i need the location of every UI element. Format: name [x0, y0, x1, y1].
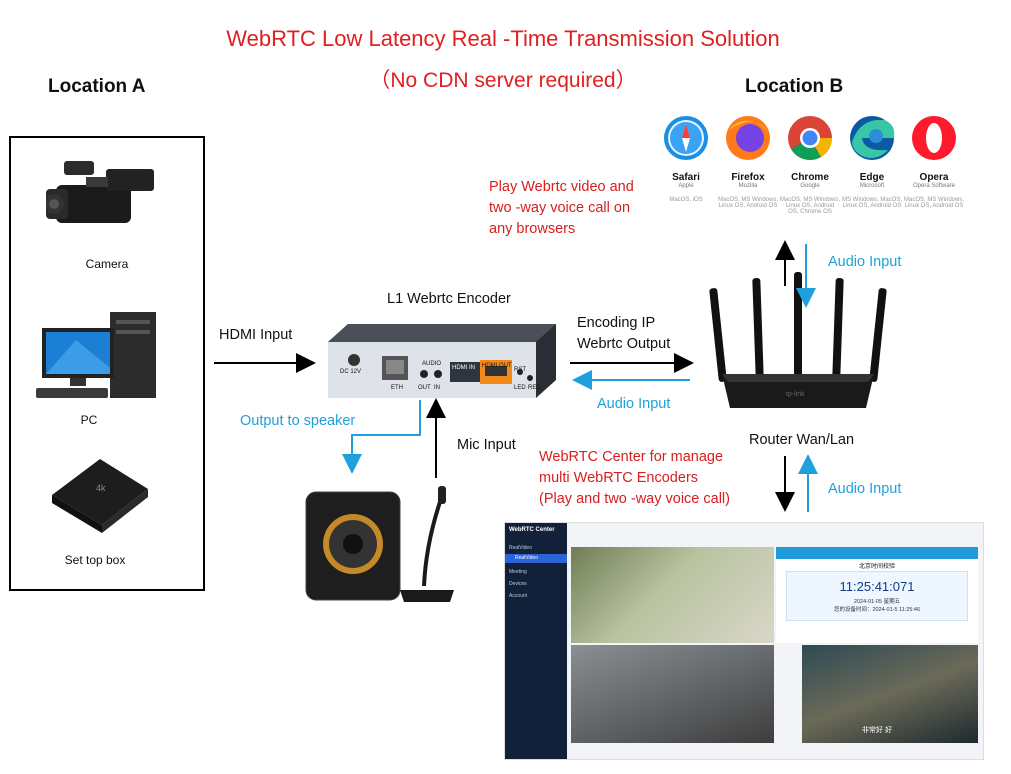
video-tile-3	[571, 645, 774, 743]
browser-platforms: MS Windows, MacOS, Linux OS, Android OS	[842, 197, 903, 209]
video-tile-4: 非常好 好	[802, 645, 978, 743]
output-speaker-label: Output to speaker	[240, 413, 356, 429]
opera-icon	[912, 116, 956, 160]
browser-vendor: Apple	[678, 183, 694, 189]
browser-note-line: two -way voice call on	[489, 200, 631, 216]
encoder-device	[328, 324, 556, 398]
browser-panel: Safari Apple MacOS, iOS Firefox Mozilla …	[664, 112, 964, 237]
center-menu-item[interactable]: RealVideo	[515, 555, 538, 561]
browser-platforms: MacOS, iOS	[669, 197, 703, 203]
center-menu-item[interactable]: Meeting	[509, 569, 527, 575]
browser-name: Opera	[919, 172, 949, 183]
hdmi-input-label: HDMI Input	[219, 327, 293, 343]
edge-icon	[850, 116, 895, 160]
port-label-out: OUT	[418, 385, 431, 391]
port-label-eth: ETH	[391, 385, 403, 391]
audio-input-label-center: Audio Input	[828, 481, 902, 497]
browser-note-line: Play Webrtc video and	[489, 179, 634, 195]
set-top-box-label: Set top box	[64, 553, 126, 567]
center-note-line: WebRTC Center for manage	[539, 449, 724, 465]
audio-input-label-encoder: Audio Input	[597, 396, 671, 412]
center-menu-item[interactable]: RealVideo	[509, 545, 532, 551]
safari-icon	[664, 116, 708, 160]
encoder-label: L1 Webrtc Encoder	[387, 291, 511, 307]
video-tile-1	[571, 547, 774, 643]
center-menu-item[interactable]: Account	[509, 593, 528, 599]
center-menu-item[interactable]: Devices	[509, 581, 527, 587]
firefox-icon	[726, 116, 770, 160]
camera-icon	[46, 161, 154, 223]
speaker-icon	[305, 491, 401, 601]
center-note-line: (Play and two -way voice call)	[539, 491, 730, 507]
svg-text:4k: 4k	[96, 483, 106, 493]
browser-vendor: Google	[800, 183, 820, 189]
clock-time: 11:25:41:071	[839, 579, 915, 594]
browser-name: Firefox	[731, 172, 765, 183]
pc-label: PC	[80, 413, 98, 427]
center-menu-active	[505, 554, 567, 563]
port-label-dc: DC 12V	[340, 369, 362, 375]
browser-vendor: Microsoft	[859, 183, 885, 189]
browser-name: Safari	[672, 172, 700, 183]
clock-panel	[786, 571, 968, 621]
browser-opera: Opera Opera Software MacOS, MS Windows, …	[904, 168, 964, 209]
browser-icons	[664, 116, 956, 160]
encoding-ip-label: Encoding IP	[577, 315, 656, 331]
clock-title: 北京时间校验	[858, 564, 895, 570]
video-subtitle: 非常好 好	[862, 727, 892, 734]
center-sidebar: WebRTC Center RealVideo RealVideo Meetin…	[505, 523, 567, 759]
arrow-output-to-speaker	[342, 400, 421, 474]
browser-platforms: MacOS, MS Windows, Linux OS, Android OS,…	[780, 197, 841, 215]
browser-firefox: Firefox Mozilla MacOS, MS Windows, Linux…	[718, 168, 778, 209]
router-label: Router Wan/Lan	[749, 432, 855, 448]
port-label-hdmi-in: HDMI IN	[452, 365, 475, 371]
center-note: WebRTC Center for manage multi WebRTC En…	[539, 447, 730, 510]
diagram-subtitle: （No CDN server required）	[369, 69, 637, 92]
center-note-line: multi WebRTC Encoders	[539, 470, 699, 486]
location-a-box	[9, 136, 205, 591]
location-a-heading: Location A	[48, 76, 146, 97]
port-label-audio: AUDIO	[422, 361, 442, 367]
location-b-heading: Location B	[745, 76, 844, 97]
mic-input-label: Mic Input	[457, 437, 516, 453]
clock-device-time: 您的设备时间：2024-01-5 11:25:46	[833, 607, 921, 613]
video-tile-2: 北京时间校验 11:25:41:071 2024-01-05 星期五 您的设备时…	[776, 547, 978, 643]
speaker-and-mic	[305, 486, 454, 602]
browser-platforms: MacOS, MS Windows, Linux OS, Android OS	[904, 197, 965, 209]
browser-name: Edge	[859, 172, 885, 183]
port-label-rec: REC	[528, 385, 541, 391]
browser-name: Chrome	[791, 172, 829, 183]
browser-edge: Edge Microsoft MS Windows, MacOS, Linux …	[842, 168, 902, 209]
webrtc-output-label: Webrtc Output	[577, 336, 671, 352]
port-label-led: LED	[514, 385, 526, 391]
browser-vendor: Opera Software	[912, 183, 956, 189]
pc-icon	[36, 312, 156, 398]
camera-label: Camera	[85, 257, 129, 271]
clock-header	[776, 547, 978, 559]
chrome-icon	[788, 116, 832, 160]
port-label-rst: RST	[514, 367, 526, 373]
router-icon: tp-link	[709, 272, 887, 408]
microphone-icon	[400, 486, 454, 602]
svg-text:tp-link: tp-link	[786, 391, 805, 398]
browser-note-line: any browsers	[489, 221, 576, 237]
browser-platforms: MacOS, MS Windows, Linux OS, Android OS	[718, 197, 779, 209]
audio-input-label-browsers: Audio Input	[828, 254, 902, 270]
browser-safari: Safari Apple MacOS, iOS	[656, 168, 716, 203]
clock-date: 2024-01-05 星期五	[853, 599, 901, 605]
port-label-in: IN	[434, 385, 440, 391]
browser-vendor: Mozilla	[738, 183, 758, 189]
browser-chrome: Chrome Google MacOS, MS Windows, Linux O…	[780, 168, 840, 215]
center-app-name: WebRTC Center	[509, 527, 555, 533]
diagram-title: WebRTC Low Latency Real -Time Transmissi…	[226, 26, 780, 51]
browser-note: Play Webrtc video and two -way voice cal…	[489, 177, 634, 240]
set-top-box-icon: 4k	[52, 459, 148, 533]
webrtc-center-screenshot: WebRTC Center RealVideo RealVideo Meetin…	[504, 522, 984, 760]
port-label-hdmi-out: HDMI OUT	[482, 363, 512, 369]
